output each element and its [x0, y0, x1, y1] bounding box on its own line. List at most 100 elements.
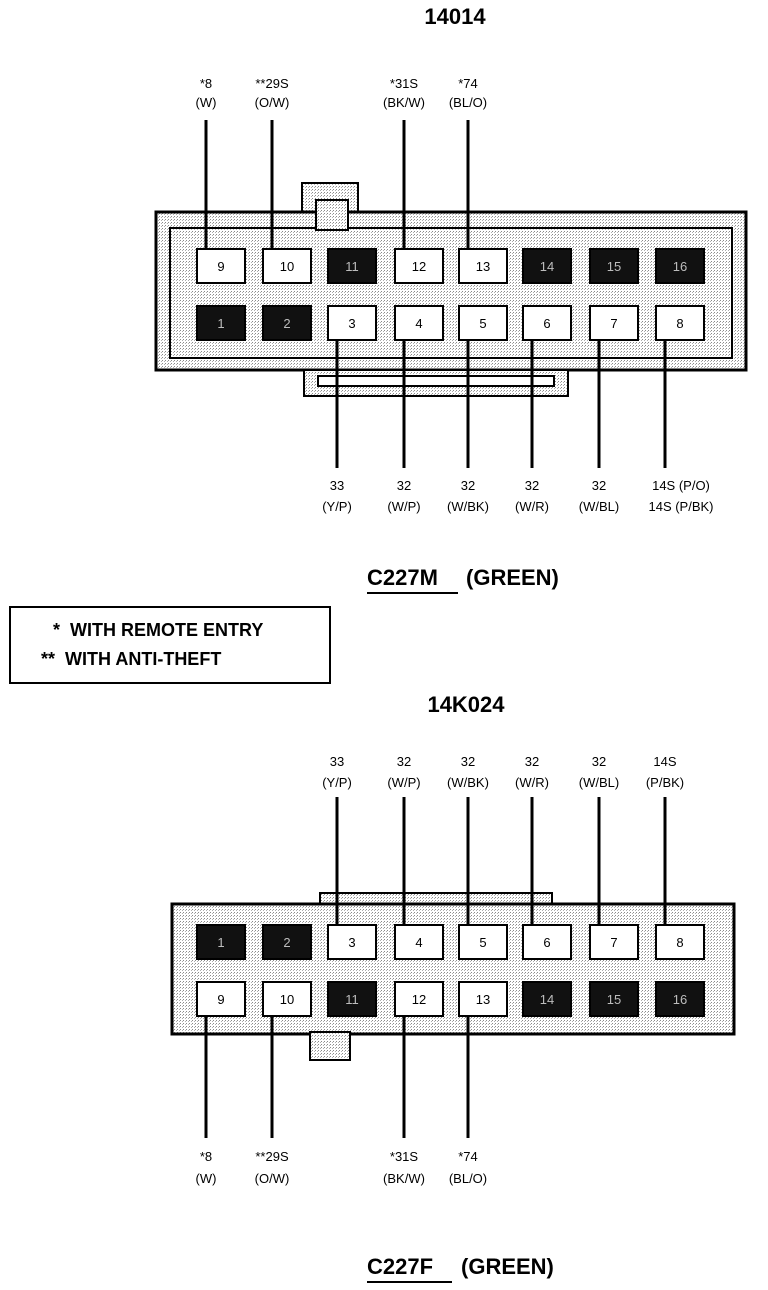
pin-number: 3: [348, 935, 355, 950]
bottom-pin-10: 10: [262, 981, 312, 1017]
top-pin-2: 2: [262, 305, 312, 341]
top-pin-11: 11: [327, 248, 377, 284]
pin-number: 7: [610, 935, 617, 950]
pin-number: 12: [412, 992, 426, 1007]
bottom-wires: [204, 797, 667, 1138]
pin-cavity: [522, 248, 572, 284]
pin-cavity: [655, 305, 705, 341]
wire-color-label: (O/W): [255, 95, 290, 110]
bottom-pin-11: 11: [327, 981, 377, 1017]
legend-box: * WITH REMOTE ENTRY ** WITH ANTI-THEFT: [9, 606, 331, 684]
bottom-pin-8: 8: [655, 924, 705, 960]
top-pin-3: 3: [327, 305, 377, 341]
pin-number: 14: [540, 992, 554, 1007]
bottom-pin-14: 14: [522, 981, 572, 1017]
pin-cavity: [394, 981, 444, 1017]
top-key-slot: [315, 199, 349, 231]
top-connector-color: (GREEN): [466, 565, 559, 590]
pin-number: 3: [348, 316, 355, 331]
pin-number: 1: [217, 935, 224, 950]
top-pin-7: 7: [589, 305, 639, 341]
wire-circuit-label: 32: [461, 478, 475, 493]
pin-cavity: [196, 924, 246, 960]
pin-cavity: [655, 248, 705, 284]
wire-circuit-label: *74: [458, 1149, 478, 1164]
bottom-wire-labels: 33(Y/P)32(W/P)32(W/BK)32(W/R)32(W/BL)14S…: [196, 754, 685, 1186]
wire-circuit-label: 32: [525, 478, 539, 493]
wire-color-label: (P/BK): [646, 775, 684, 790]
top-pin-1: 1: [196, 305, 246, 341]
wire-circuit-label: 14S: [653, 754, 676, 769]
bottom-connector-id: C227F: [367, 1254, 433, 1279]
pin-number: 6: [543, 316, 550, 331]
wire-circuit-label: 32: [461, 754, 475, 769]
pin-cavity: [589, 924, 639, 960]
pin-cavity: [327, 924, 377, 960]
wire-color-label: (W/BK): [447, 775, 489, 790]
bottom-pin-7: 7: [589, 924, 639, 960]
pin-cavity: [655, 924, 705, 960]
bottom-pin-13: 13: [458, 981, 508, 1017]
wire-circuit-label: **29S: [255, 76, 289, 91]
wire-circuit-label: *31S: [390, 76, 419, 91]
pin-number: 7: [610, 316, 617, 331]
pin-number: 4: [415, 935, 422, 950]
wire-circuit-label: 32: [397, 754, 411, 769]
top-wires: [204, 120, 667, 468]
pin-number: 10: [280, 259, 294, 274]
top-pin-6: 6: [522, 305, 572, 341]
pin-cavity: [589, 248, 639, 284]
wire-circuit-label: **29S: [255, 1149, 289, 1164]
wire-color-label: 14S (P/BK): [648, 499, 713, 514]
pin-cavity: [458, 924, 508, 960]
pin-number: 8: [676, 316, 683, 331]
bottom-pin-15: 15: [589, 981, 639, 1017]
wire-color-label: (BL/O): [449, 95, 487, 110]
top-connector-inner: [169, 227, 733, 359]
pin-cavity: [458, 981, 508, 1017]
pin-cavity: [394, 248, 444, 284]
wire-color-label: (W): [196, 95, 217, 110]
pin-cavity: [522, 981, 572, 1017]
pin-number: 12: [412, 259, 426, 274]
pin-cavity: [394, 924, 444, 960]
wire-color-label: (BK/W): [383, 95, 425, 110]
pin-number: 13: [476, 259, 490, 274]
wire-circuit-label: *8: [200, 76, 212, 91]
pin-cavity: [196, 981, 246, 1017]
bottom-pin-9: 9: [196, 981, 246, 1017]
pin-number: 14: [540, 259, 554, 274]
wire-color-label: (W/R): [515, 775, 549, 790]
pin-cavity: [394, 305, 444, 341]
bottom-latch: [309, 1031, 351, 1061]
wire-circuit-label: 32: [592, 478, 606, 493]
pin-cavity: [589, 305, 639, 341]
pin-cavity: [327, 305, 377, 341]
pin-number: 11: [345, 992, 359, 1007]
pin-number: 11: [345, 259, 359, 274]
bottom-pin-3: 3: [327, 924, 377, 960]
wire-circuit-label: *31S: [390, 1149, 419, 1164]
bottom-pin-1: 1: [196, 924, 246, 960]
wire-circuit-label: *74: [458, 76, 478, 91]
top-pin-16: 16: [655, 248, 705, 284]
wire-color-label: (W/BL): [579, 499, 619, 514]
wire-color-label: (W/P): [387, 499, 420, 514]
bottom-connector-body: [170, 902, 736, 1036]
bottom-pin-16: 16: [655, 981, 705, 1017]
wire-circuit-label: 32: [525, 754, 539, 769]
pin-cavity: [458, 305, 508, 341]
wire-color-label: (W/BL): [579, 775, 619, 790]
pin-cavity: [196, 248, 246, 284]
wire-color-label: (BL/O): [449, 1171, 487, 1186]
pin-cavity: [458, 248, 508, 284]
pin-cavity: [196, 305, 246, 341]
pin-cavity: [262, 305, 312, 341]
wire-circuit-label: 33: [330, 478, 344, 493]
pin-cavity: [262, 924, 312, 960]
pin-cavity: [262, 248, 312, 284]
pin-number: 15: [607, 259, 621, 274]
pin-cavity: [327, 248, 377, 284]
